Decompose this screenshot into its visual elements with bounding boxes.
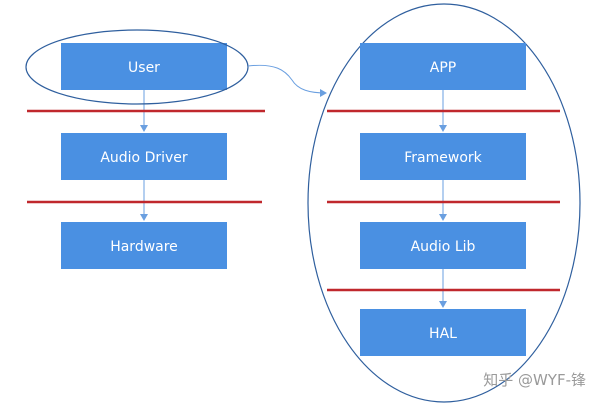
hardware-box xyxy=(61,222,227,269)
app-box-label: APP xyxy=(430,60,456,76)
android-stack-ellipse xyxy=(307,3,581,403)
hal-box xyxy=(360,309,526,356)
audio-driver-box-label: Audio Driver xyxy=(100,150,188,166)
user-box xyxy=(61,43,227,90)
app-box xyxy=(360,43,526,90)
audio-driver-box xyxy=(61,133,227,180)
user-highlight-ellipse xyxy=(25,29,249,105)
watermark: 知乎 @WYF-锋 xyxy=(483,371,586,389)
audio-lib-box-label: Audio Lib xyxy=(411,239,476,255)
hal-box-label: HAL xyxy=(429,326,457,342)
hardware-box-label: Hardware xyxy=(110,239,178,255)
connector-arrow xyxy=(247,64,327,97)
framework-box-label: Framework xyxy=(404,150,482,166)
audio-lib-box xyxy=(360,222,526,269)
right-stack: APP Framework Audio Lib HAL xyxy=(307,3,581,403)
user-box-label: User xyxy=(128,60,160,76)
left-stack: User Audio Driver Hardware xyxy=(25,29,265,269)
framework-box xyxy=(360,133,526,180)
